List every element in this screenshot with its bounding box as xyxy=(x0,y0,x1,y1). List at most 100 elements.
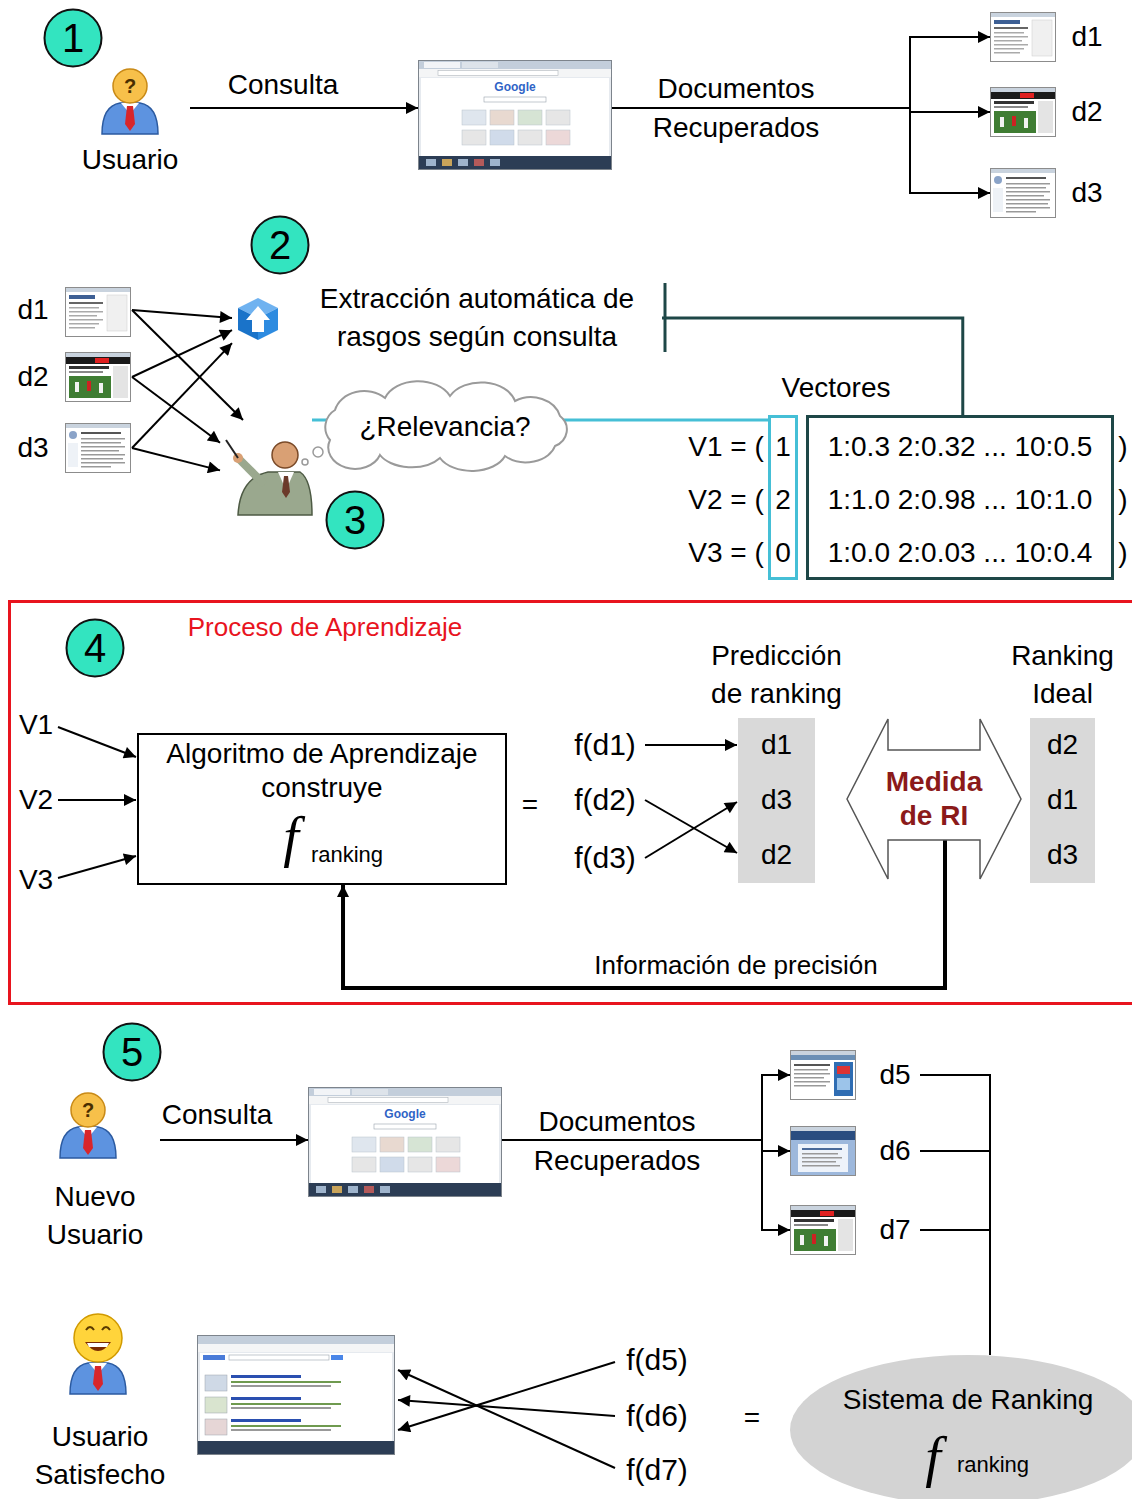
node-text: d1 xyxy=(1071,18,1102,56)
document: d1 xyxy=(990,12,1110,62)
node-text: ? xyxy=(82,1097,94,1124)
document: d1 xyxy=(15,287,132,333)
node-text: d2 xyxy=(1071,93,1102,131)
node-text: d5 xyxy=(879,1056,910,1094)
annotation-label: ) xyxy=(1118,428,1127,466)
extraction-icon xyxy=(238,298,278,340)
node-text: d3 xyxy=(1047,836,1078,874)
node-text: ? xyxy=(124,73,136,100)
feature-extractor: Extracción automática de rasgos según co… xyxy=(232,280,662,356)
node-text: 1:0.3 2:0.32 ... 10:0.5 xyxy=(828,428,1093,466)
connector xyxy=(190,107,418,109)
connector xyxy=(160,1139,308,1141)
node-text: Ranking Ideal xyxy=(998,637,1128,713)
connector xyxy=(343,840,945,988)
step-circle xyxy=(45,10,102,67)
predicted-ranking: Predicción de rankingd1d3d2 xyxy=(738,718,815,883)
node-text: Sistema de Ranking xyxy=(843,1381,1094,1419)
edge-label: Información de precisión xyxy=(594,948,877,983)
annotation-label: = xyxy=(744,1399,760,1437)
node-text: 2 xyxy=(269,218,291,272)
document-thumbnail xyxy=(791,1051,856,1100)
node-text: 2 xyxy=(775,481,791,519)
search-engine: Google xyxy=(418,60,612,170)
node-text: f xyxy=(925,1429,941,1485)
node-text: Algoritmo de Aprendizaje construye xyxy=(147,737,497,804)
node-text: Usuario xyxy=(82,141,178,179)
document-thumbnail xyxy=(791,1206,856,1255)
node-text: d1 xyxy=(761,726,792,764)
document-thumbnail xyxy=(791,1127,856,1176)
relevance-column: 120 xyxy=(768,415,798,580)
edge-label: Documentos Recuperados xyxy=(517,1102,717,1180)
ideal-ranking: Ranking Ideald2d1d3 xyxy=(1030,718,1095,883)
connector xyxy=(132,448,220,470)
node-text: 4 xyxy=(84,621,106,675)
node-text: 1 xyxy=(62,11,84,65)
document-thumbnail xyxy=(991,169,1056,218)
thought-bubble xyxy=(302,459,308,465)
annotation-label: ) xyxy=(1118,534,1127,572)
document: d2 xyxy=(15,352,132,402)
node-text: Medida de RI xyxy=(874,765,994,832)
document: d5 xyxy=(790,1050,920,1100)
annotation-label: V3 = ( xyxy=(688,534,763,572)
node-text: 1 xyxy=(775,428,791,466)
annotation-label: V2 = ( xyxy=(688,481,763,519)
ellipse-outline xyxy=(790,1355,1132,1499)
step-circle xyxy=(327,492,384,549)
annotation-label: f(d5) xyxy=(626,1340,688,1381)
annotation-label: f(d2) xyxy=(574,780,636,821)
document: d3 xyxy=(990,168,1110,218)
connector xyxy=(132,330,232,377)
annotation-label: V1 = ( xyxy=(688,428,763,466)
thought-bubble xyxy=(313,447,323,457)
document-thumbnail xyxy=(991,88,1056,137)
connector xyxy=(662,318,963,415)
annotation-label: f(d7) xyxy=(626,1450,688,1491)
node-text: Usuario Satisfecho xyxy=(20,1418,180,1494)
annotation-label: = xyxy=(522,786,538,824)
user-icon xyxy=(60,1093,116,1158)
document-thumbnail xyxy=(66,424,131,473)
system-ellipse xyxy=(790,1355,1132,1499)
step-number: 1 xyxy=(43,8,103,68)
user-icon xyxy=(102,69,158,134)
node-text: d7 xyxy=(879,1211,910,1249)
edge-label: Consulta xyxy=(228,66,339,104)
connector xyxy=(920,1075,990,1355)
user-actor: ? Nuevo Usuario xyxy=(35,1088,160,1254)
search-engine: Google xyxy=(308,1087,502,1197)
expert-judge: ¿Relevancia? xyxy=(220,420,312,515)
browser-screenshot xyxy=(419,61,612,170)
annotation-label: V3 xyxy=(19,861,53,899)
annotation-label: f(d3) xyxy=(574,838,636,879)
node-text: d2 xyxy=(761,836,792,874)
step-circle xyxy=(67,620,124,677)
dbl-outline xyxy=(846,718,1022,880)
thought-cloud xyxy=(325,381,567,471)
annotation-label: f(d6) xyxy=(626,1396,688,1437)
learning-region: Proceso de Aprendizaje 4Algoritmo de Apre… xyxy=(8,600,1132,1005)
document: d3 xyxy=(15,423,132,473)
document-thumbnail xyxy=(66,288,131,337)
results-screenshot xyxy=(198,1336,395,1455)
node-text: d2 xyxy=(17,358,48,396)
node-text: 5 xyxy=(121,1025,143,1079)
user-actor: ? Usuario xyxy=(70,68,190,178)
node-text: d3 xyxy=(1071,174,1102,212)
annotation-label: V1 xyxy=(19,706,53,744)
document-thumbnail xyxy=(991,13,1056,62)
node-text: Proceso de Aprendizaje xyxy=(188,610,463,645)
step-circle xyxy=(252,217,309,274)
step-number: 2 xyxy=(250,215,310,275)
edge-label: Documentos Recuperados xyxy=(636,69,836,147)
feature-column: 1:0.3 2:0.32 ... 10:0.51:1.0 2:0.98 ... … xyxy=(806,415,1114,580)
double-arrow xyxy=(847,719,1021,879)
step-number: 3 xyxy=(325,490,385,550)
satisfied-user: Usuario Satisfecho xyxy=(20,1310,180,1495)
node-text: 1:0.0 2:0.03 ... 10:0.4 xyxy=(828,534,1093,572)
node-text: Nuevo Usuario xyxy=(33,1178,158,1254)
document-thumbnail xyxy=(66,353,131,402)
